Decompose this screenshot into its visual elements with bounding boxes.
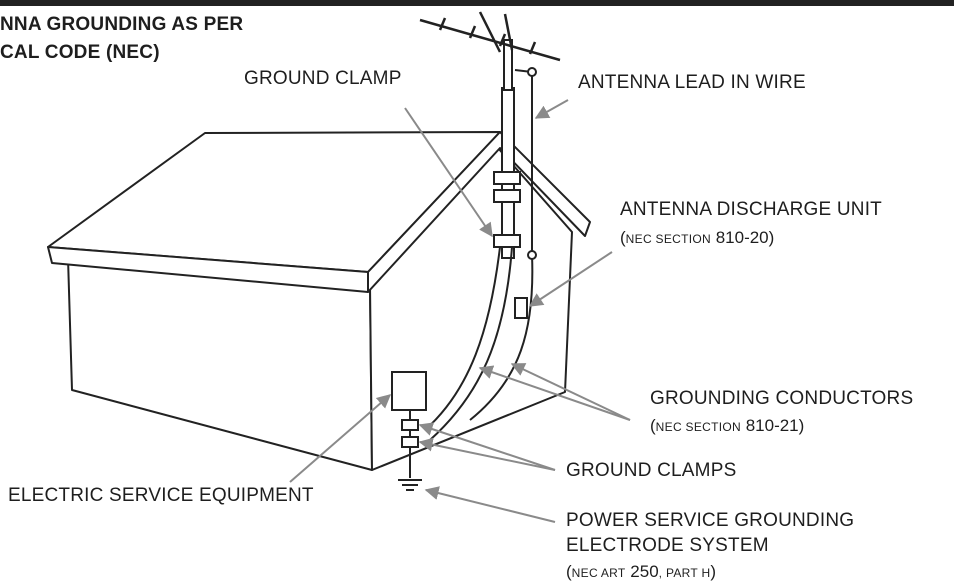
diagram-title-line2: CAL CODE (NEC) (0, 42, 160, 63)
label-ground-clamps: GROUND CLAMPS (566, 460, 737, 481)
label-power-nec-ref: (NEC ART 250, PART H) (566, 562, 717, 581)
arrow-ground-clamps-1 (418, 422, 556, 471)
arrow-antenna-lead (534, 99, 569, 119)
label-discharge-nec-ref: (NEC SECTION 810-20) (620, 228, 775, 247)
label-antenna-discharge-unit: ANTENNA DISCHARGE UNIT (620, 199, 882, 220)
arrow-conductor-1 (478, 365, 631, 421)
top-rule (0, 0, 954, 6)
label-electric-service-equipment: ELECTRIC SERVICE EQUIPMENT (8, 485, 314, 506)
arrow-conductor-2 (510, 363, 631, 421)
grounding-conductors (424, 246, 513, 441)
label-antenna-lead-in-wire: ANTENNA LEAD IN WIRE (578, 72, 806, 93)
diagram-title-line1: NNA GROUNDING AS PER (0, 14, 244, 35)
mast-clamps (493, 171, 521, 248)
electric-service-box (391, 371, 427, 411)
base-ground-clamps (401, 419, 419, 448)
arrow-electric-service (289, 394, 392, 483)
arrow-discharge-unit (528, 251, 613, 307)
house-front-wall (67, 257, 373, 471)
label-power-service-line1: POWER SERVICE GROUNDING (566, 510, 855, 531)
arrow-power-service (424, 486, 556, 523)
roof-gable-edge (367, 131, 591, 293)
label-conductors-nec-ref: (NEC SECTION 810-21) (650, 416, 805, 435)
label-power-service-line2: ELECTRODE SYSTEM (566, 535, 769, 556)
arrow-ground-clamps-2 (418, 437, 556, 471)
label-grounding-conductors: GROUNDING CONDUCTORS (650, 388, 914, 409)
ground-symbol (398, 479, 422, 491)
label-ground-clamp: GROUND CLAMP (244, 68, 402, 89)
antenna-elements (419, 11, 561, 62)
discharge-unit (514, 297, 528, 319)
arrow-ground-clamp (404, 107, 493, 238)
